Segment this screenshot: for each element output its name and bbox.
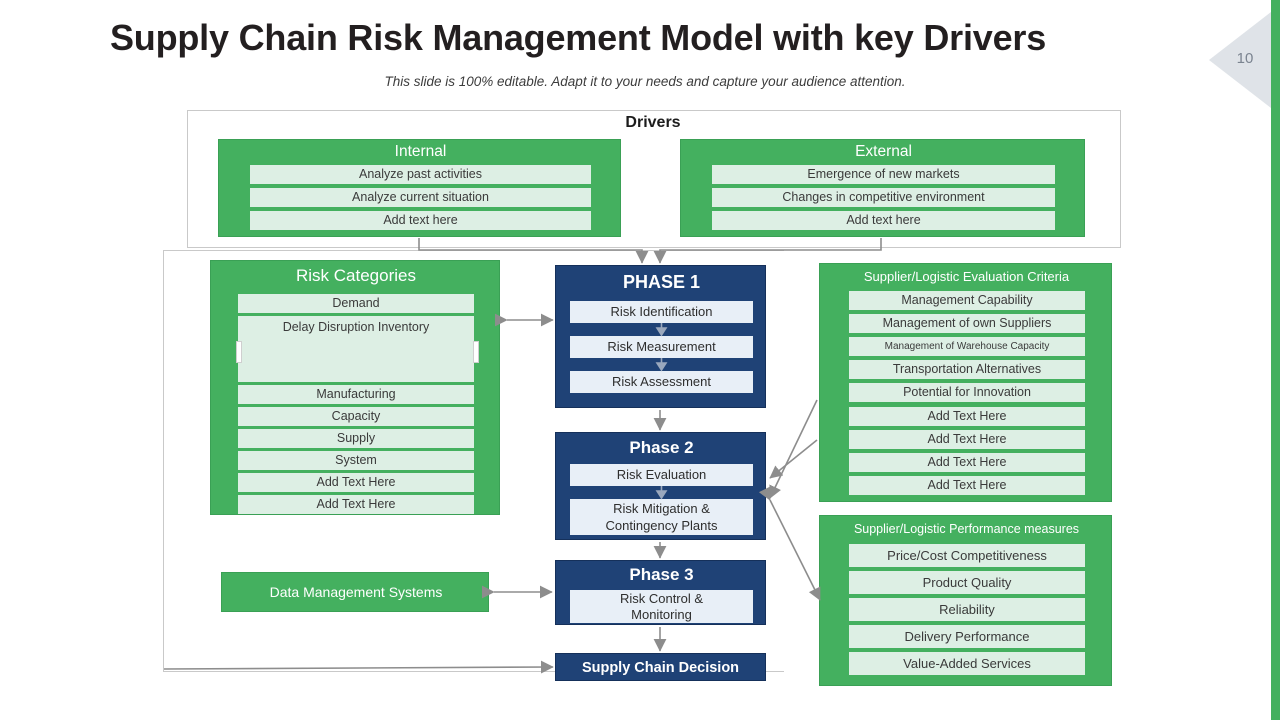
evaluation-criteria-item-8[interactable]: Add Text Here [849, 476, 1085, 495]
connector-evaluation-to-phase2-a [769, 399, 818, 499]
phase-2-step-1[interactable]: Risk Mitigation & Contingency Plants [570, 499, 753, 535]
risk-category-item-2[interactable]: Manufacturing [238, 385, 474, 404]
evaluation-criteria-item-7[interactable]: Add Text Here [849, 453, 1085, 472]
resize-handle-left[interactable] [236, 341, 242, 363]
risk-category-item-0[interactable]: Demand [238, 294, 474, 313]
data-management-systems-label: Data Management Systems [269, 584, 443, 600]
edge-accent-bar [1271, 0, 1280, 720]
phase-2-step-0[interactable]: Risk Evaluation [570, 464, 753, 486]
performance-measures-item-2[interactable]: Reliability [849, 598, 1085, 621]
connector-evaluation-to-phase2-b [769, 439, 818, 479]
risk-categories-title: Risk Categories [296, 266, 416, 285]
performance-measures-title: Supplier/Logistic Performance measures [853, 522, 1080, 536]
phase-1-step-2[interactable]: Risk Assessment [570, 371, 753, 393]
drivers-external-item-1[interactable]: Changes in competitive environment [712, 188, 1055, 207]
performance-measures-item-1[interactable]: Product Quality [849, 571, 1085, 594]
risk-category-item-4[interactable]: Supply [238, 429, 474, 448]
connector-phase2-to-performance [758, 486, 821, 601]
drivers-internal-title: Internal [394, 143, 447, 160]
phase-1-step-arrow-0 [655, 323, 668, 337]
page-subtitle: This slide is 100% editable. Adapt it to… [384, 74, 906, 89]
phase-3-step-0[interactable]: Risk Control & Monitoring [570, 590, 753, 623]
evaluation-criteria-item-4[interactable]: Potential for Innovation [849, 383, 1085, 402]
page-number-badge: 10 [1209, 12, 1271, 108]
risk-category-item-6[interactable]: Add Text Here [238, 473, 474, 492]
data-management-systems-box[interactable]: Data Management Systems [221, 572, 489, 612]
badge-triangle-icon [1209, 12, 1271, 108]
drivers-heading: Drivers [625, 114, 681, 131]
drivers-external-panel[interactable]: External Emergence of new markets Change… [680, 139, 1085, 237]
phase-1-step-1[interactable]: Risk Measurement [570, 336, 753, 358]
phase-2-step-arrow-0 [655, 486, 668, 500]
drivers-internal-item-2[interactable]: Add text here [250, 211, 591, 230]
resize-handle-right[interactable] [473, 341, 479, 363]
drivers-internal-item-1[interactable]: Analyze current situation [250, 188, 591, 207]
risk-category-item-5[interactable]: System [238, 451, 474, 470]
phase-1-step-0[interactable]: Risk Identification [570, 301, 753, 323]
evaluation-criteria-item-2[interactable]: Management of Warehouse Capacity [849, 337, 1085, 356]
drivers-external-item-0[interactable]: Emergence of new markets [712, 165, 1055, 184]
performance-measures-panel[interactable]: Supplier/Logistic Performance measures P… [819, 515, 1112, 686]
connector-external-to-phase1 [653, 238, 882, 264]
phase-3-box[interactable]: Phase 3 Risk Control & Monitoring [555, 560, 766, 625]
performance-measures-item-3[interactable]: Delivery Performance [849, 625, 1085, 648]
drivers-internal-panel[interactable]: Internal Analyze past activities Analyze… [218, 139, 621, 237]
evaluation-criteria-item-6[interactable]: Add Text Here [849, 430, 1085, 449]
evaluation-criteria-item-5[interactable]: Add Text Here [849, 407, 1085, 426]
page-number: 10 [1236, 50, 1254, 67]
phase-3-title: Phase 3 [629, 565, 694, 584]
phase-1-box[interactable]: PHASE 1 Risk Identification Risk Measure… [555, 265, 766, 408]
evaluation-criteria-panel[interactable]: Supplier/Logistic Evaluation Criteria Ma… [819, 263, 1112, 502]
evaluation-criteria-title: Supplier/Logistic Evaluation Criteria [863, 269, 1070, 284]
connector-internal-to-phase1 [418, 238, 649, 264]
connector-frame-to-decision [163, 660, 554, 674]
risk-category-item-7[interactable]: Add Text Here [238, 495, 474, 514]
phase-2-box[interactable]: Phase 2 Risk Evaluation Risk Mitigation … [555, 432, 766, 540]
phase-2-title: Phase 2 [629, 438, 694, 457]
page-title: Supply Chain Risk Management Model with … [110, 17, 1047, 58]
risk-category-item-1[interactable]: Delay Disruption Inventory [238, 316, 474, 382]
performance-measures-item-4[interactable]: Value-Added Services [849, 652, 1085, 675]
evaluation-criteria-item-3[interactable]: Transportation Alternatives [849, 360, 1085, 379]
evaluation-criteria-item-1[interactable]: Management of own Suppliers [849, 314, 1085, 333]
phase-1-title: PHASE 1 [622, 272, 701, 292]
risk-categories-panel[interactable]: Risk Categories Demand Delay Disruption … [210, 260, 500, 515]
drivers-external-item-2[interactable]: Add text here [712, 211, 1055, 230]
phase-1-step-arrow-1 [655, 358, 668, 372]
evaluation-criteria-item-0[interactable]: Management Capability [849, 291, 1085, 310]
risk-category-item-3[interactable]: Capacity [238, 407, 474, 426]
drivers-external-title: External [855, 143, 912, 160]
drivers-internal-item-0[interactable]: Analyze past activities [250, 165, 591, 184]
supply-chain-decision-box[interactable]: Supply Chain Decision [555, 653, 766, 681]
performance-measures-item-0[interactable]: Price/Cost Competitiveness [849, 544, 1085, 567]
